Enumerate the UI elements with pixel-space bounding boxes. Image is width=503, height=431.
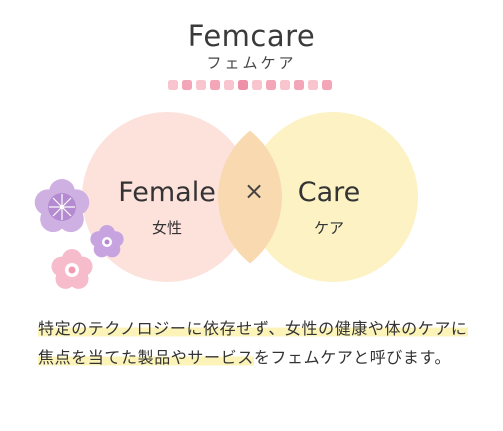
decorative-dot (196, 80, 206, 90)
decorative-dot (210, 80, 220, 90)
decorative-dot (252, 80, 262, 90)
venn-overlap (218, 130, 282, 264)
plum-blossom-pink-icon (51, 249, 93, 289)
decorative-dot (238, 80, 248, 90)
female-subtitle: 女性 (151, 219, 182, 237)
decorative-dot (224, 80, 234, 90)
times-operator: × (243, 177, 265, 205)
description-text: 特定のテクノロジーに依存せず、女性の健康や体のケアに焦点を当てた製品やサービスを… (38, 314, 474, 372)
decorative-dot-row (168, 80, 332, 90)
care-label: Care ケア (269, 176, 389, 238)
venn-circle-female (82, 112, 252, 282)
plum-blossom-large-icon (34, 179, 90, 233)
description-rest: をフェムケアと呼びます。 (253, 348, 452, 367)
decorative-dot (280, 80, 290, 90)
decorative-dot (322, 80, 332, 90)
decorative-dot (182, 80, 192, 90)
plum-blossom-small-icon (90, 225, 124, 258)
decorative-dot (294, 80, 304, 90)
page-subtitle: フェムケア (206, 54, 297, 72)
care-title: Care (297, 177, 361, 208)
decorative-dot (168, 80, 178, 90)
decorative-dot (308, 80, 318, 90)
decorative-dot (266, 80, 276, 90)
female-title: Female (118, 177, 216, 208)
page-title: Femcare (187, 19, 316, 53)
venn-circle-care (248, 112, 418, 282)
female-label: Female 女性 (107, 176, 227, 238)
care-subtitle: ケア (313, 219, 344, 237)
